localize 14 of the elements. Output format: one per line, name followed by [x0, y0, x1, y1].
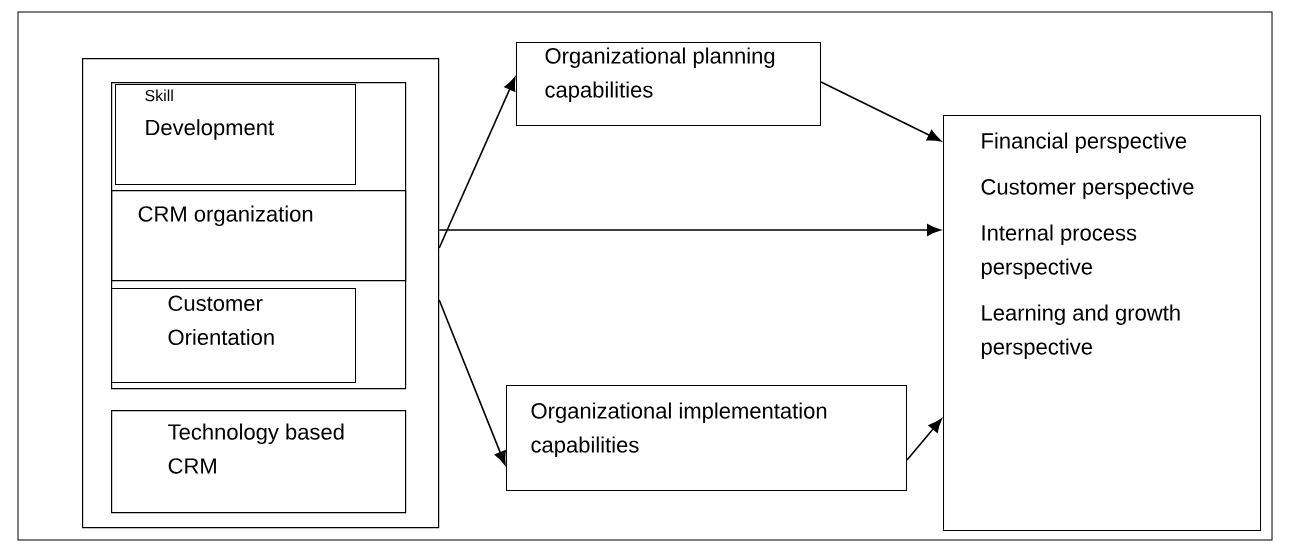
arrow [438, 224, 941, 236]
factor-box: Customer Orientation [111, 288, 356, 383]
capability-box: Organizational implementation capabilities [506, 385, 907, 491]
capability-box: Organizational planning capabilities [516, 42, 821, 126]
arrow [820, 81, 942, 142]
factor-box: Skill Development [115, 84, 356, 185]
factor-box: CRM organization [111, 190, 407, 282]
outcome-box: Financial perspective Customer perspective Internal process perspective Learning and growth perspective [943, 115, 1261, 531]
factor-box: Technology based CRM [111, 410, 407, 514]
group-box [111, 82, 407, 390]
group-box [82, 58, 440, 529]
arrow [906, 418, 942, 461]
arrow [438, 77, 516, 249]
arrow [438, 299, 506, 465]
